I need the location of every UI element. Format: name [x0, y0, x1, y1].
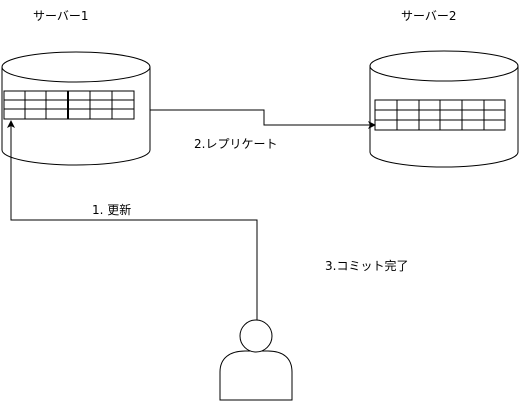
user-icon	[219, 319, 293, 401]
server2-table	[374, 99, 506, 131]
server2-label: サーバー2	[401, 9, 457, 23]
server1-label: サーバー1	[33, 9, 89, 23]
server1-table	[3, 90, 135, 120]
replicate-arrow	[150, 109, 376, 129]
replicate-step-label: 2.レプリケート	[194, 137, 278, 151]
update-step-label: 1. 更新	[92, 203, 132, 217]
commit-step-label: 3.コミット完了	[325, 259, 409, 273]
update-arrow	[7, 120, 258, 322]
